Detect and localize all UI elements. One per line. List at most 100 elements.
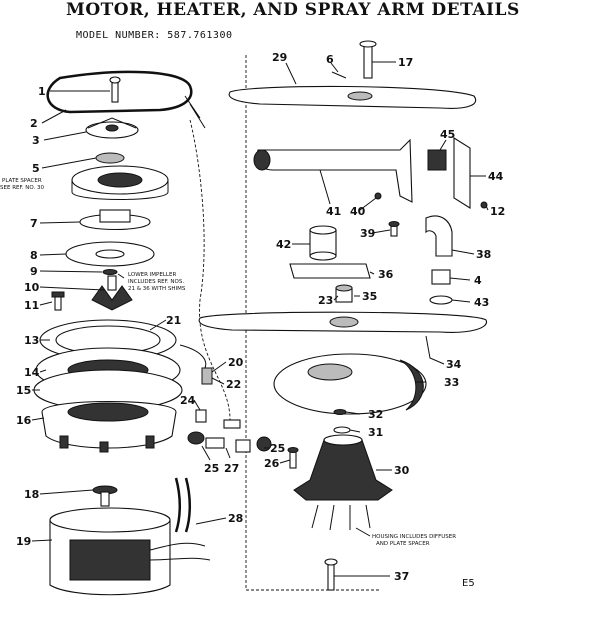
callout-12: 12 <box>490 205 505 218</box>
screw-part-39 <box>388 221 400 237</box>
plate-spacer <box>71 165 169 200</box>
leader-lines <box>31 61 489 577</box>
callout-5: 5 <box>32 162 40 175</box>
washer-part-43 <box>429 295 453 305</box>
callout-45: 45 <box>440 128 455 141</box>
page-title: MOTOR, HEATER, AND SPRAY ARM DETAILS <box>66 0 520 20</box>
callout-25a: 25 <box>204 462 219 475</box>
callout-14: 14 <box>24 366 40 379</box>
note-housing-line1: HOUSING INCLUDES DIFFUSER <box>372 534 456 540</box>
callout-18: 18 <box>24 488 39 501</box>
shim-part-5 <box>95 152 125 164</box>
lower-impeller-part-10 <box>91 275 133 311</box>
callout-7: 7 <box>30 217 38 230</box>
callout-16: 16 <box>16 414 32 427</box>
callout-25b: 25 <box>270 442 285 455</box>
elbow-part-38 <box>425 215 453 257</box>
lower-spray-arm-part-34 <box>198 311 487 333</box>
callout-37: 37 <box>394 570 409 583</box>
pump-housing-part-30 <box>293 434 393 531</box>
wire-harness-path <box>189 119 231 421</box>
motor-mount-part-16 <box>41 401 177 453</box>
note-lower-impeller-line1: LOWER IMPELLER <box>128 272 176 278</box>
callout-19: 19 <box>16 535 31 548</box>
callout-24: 24 <box>180 394 196 407</box>
callout-42: 42 <box>276 238 291 251</box>
note-lower-impeller-line3: 21 & 36 WITH SHIMS <box>128 286 186 292</box>
note-plate-spacer-line2: SEE REF. NO. 30 <box>0 185 44 191</box>
callout-41: 41 <box>326 205 341 218</box>
screw-part-40 <box>374 192 382 200</box>
ring-part-31 <box>333 426 351 434</box>
callout-4: 4 <box>474 274 482 287</box>
heater-element <box>46 70 193 114</box>
callout-38: 38 <box>476 248 491 261</box>
hose-part-21 <box>179 344 207 371</box>
wire-leads-part-28 <box>174 477 191 533</box>
nut-part-4 <box>431 269 451 285</box>
callout-28: 28 <box>228 512 243 525</box>
callout-33: 33 <box>444 376 459 389</box>
callout-39: 39 <box>360 227 375 240</box>
callout-1: 1 <box>38 85 46 98</box>
callout-30: 30 <box>394 464 410 477</box>
spray-arm-bolt-part-17 <box>359 40 377 79</box>
callout-numbers: 1 2 3 5 7 8 9 10 11 13 14 15 16 18 19 20… <box>16 51 505 583</box>
bolt-part-37 <box>324 558 338 591</box>
mounting-plate-part-44 <box>453 137 471 209</box>
callout-21: 21 <box>166 314 181 327</box>
callout-43: 43 <box>474 296 489 309</box>
upper-spray-arm-part-29 <box>228 85 477 109</box>
hub-part-23-35 <box>335 284 353 303</box>
screw-part-11 <box>51 291 65 311</box>
diagram-notes: PLATE SPACER SEE REF. NO. 30 LOWER IMPEL… <box>0 178 456 547</box>
gasket-part-8 <box>65 241 155 267</box>
callout-10: 10 <box>24 281 40 294</box>
callout-3: 3 <box>32 134 40 147</box>
callout-9: 9 <box>30 265 38 278</box>
callout-15: 15 <box>16 384 31 397</box>
washer-part-9 <box>102 269 118 275</box>
ring-part-32 <box>333 409 347 415</box>
filter-plate-part-33 <box>273 353 427 415</box>
callout-20: 20 <box>228 356 244 369</box>
callout-6: 6 <box>326 53 334 66</box>
bracket-part-45 <box>427 149 447 171</box>
callout-27: 27 <box>224 462 239 475</box>
callout-22: 22 <box>226 378 241 391</box>
callout-31: 31 <box>368 426 383 439</box>
callout-13: 13 <box>24 334 39 347</box>
screw-part-1 <box>109 76 121 103</box>
callout-32: 32 <box>368 408 383 421</box>
pump-cap-part-7 <box>79 209 151 231</box>
screw-part-6 <box>331 71 347 79</box>
callout-40: 40 <box>350 205 366 218</box>
coupler-part-42 <box>309 225 337 261</box>
callout-23: 23 <box>318 294 333 307</box>
note-plate-spacer-line1: PLATE SPACER <box>2 178 42 184</box>
upper-impeller-part-3 <box>85 117 139 139</box>
heater-terminals <box>184 95 206 129</box>
callout-29: 29 <box>272 51 287 64</box>
note-lower-impeller-line2: INCLUDES REF. NOS. <box>128 279 184 285</box>
bar-part-36 <box>289 263 371 279</box>
callout-11: 11 <box>24 299 39 312</box>
feed-tube-part-41 <box>253 138 413 203</box>
model-number: MODEL NUMBER: 587.761300 <box>76 30 233 41</box>
callout-35: 35 <box>362 290 377 303</box>
callout-2: 2 <box>30 117 38 130</box>
callout-36: 36 <box>378 268 394 281</box>
motor-part-19 <box>49 507 211 596</box>
callout-44: 44 <box>488 170 504 183</box>
pump-housing-rings <box>33 319 183 411</box>
callout-26: 26 <box>264 457 280 470</box>
screw-part-12 <box>480 201 488 209</box>
callout-8: 8 <box>30 249 38 262</box>
motor-coupling-part-18 <box>92 485 118 507</box>
callout-17: 17 <box>398 56 413 69</box>
clamp-part-22 <box>201 367 213 385</box>
callout-34: 34 <box>446 358 462 371</box>
screw-part-26 <box>287 447 299 469</box>
